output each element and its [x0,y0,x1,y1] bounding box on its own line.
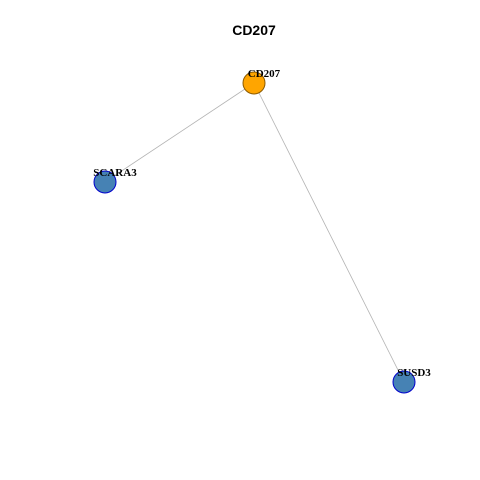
node-susd3 [392,370,416,394]
edges-layer [104,82,405,383]
node-label-scara3: SCARA3 [93,167,137,179]
node-label-susd3: SUSD3 [397,367,431,379]
node-cd207 [242,71,266,95]
nodes-layer [93,71,416,394]
graph-title: CD207 [232,22,276,38]
node-scara3 [93,170,117,194]
edge-cd207-susd3 [253,82,405,383]
edge-cd207-scara3 [104,82,255,183]
node-label-cd207: CD207 [248,68,281,80]
